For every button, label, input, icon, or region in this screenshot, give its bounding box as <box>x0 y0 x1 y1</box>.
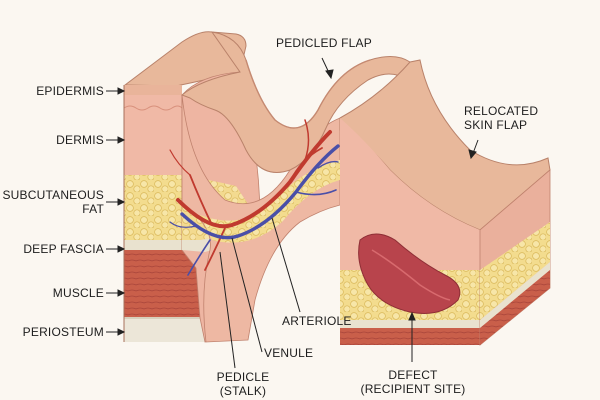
label-defect-line1: DEFECT <box>388 368 438 382</box>
label-pedicle-line1: PEDICLE <box>216 370 270 384</box>
label-epidermis: EPIDERMIS <box>36 84 104 98</box>
label-periosteum: PERIOSTEUM <box>22 325 104 339</box>
label-venule: VENULE <box>264 346 314 360</box>
left-periosteum-layer <box>124 318 205 342</box>
arteriole-vessel <box>169 119 332 271</box>
left-dermis-layer <box>124 95 182 175</box>
label-pedicled-flap: PEDICLED FLAP <box>276 36 372 50</box>
label-deep-fascia: DEEP FASCIA <box>23 242 104 256</box>
label-subcutaneous-line1: SUBCUTANEOUS <box>2 188 104 202</box>
left-fascia-layer <box>124 240 182 250</box>
left-muscle-layer <box>124 250 200 318</box>
label-relocated-line1: RELOCATED <box>464 104 539 118</box>
venule-vessel <box>169 144 340 276</box>
label-fat-line2: FAT <box>82 202 104 216</box>
left-fat-layer <box>124 175 182 240</box>
label-relocated-skin-flap: RELOCATED SKIN FLAP <box>464 104 538 132</box>
label-muscle: MUSCLE <box>52 286 104 300</box>
left-epidermis-layer <box>124 85 182 95</box>
label-relocated-line2: SKIN FLAP <box>464 118 528 132</box>
label-pedicle-stalk: PEDICLE (STALK) <box>206 370 280 398</box>
label-pedicle-line2: (STALK) <box>219 384 267 398</box>
label-defect-line2: (RECIPIENT SITE) <box>360 382 466 396</box>
label-subcutaneous-fat: SUBCUTANEOUS FAT <box>2 188 104 216</box>
label-defect-recipient-site: DEFECT (RECIPIENT SITE) <box>352 368 474 396</box>
label-dermis: DERMIS <box>56 133 104 147</box>
label-arteriole: ARTERIOLE <box>282 314 352 328</box>
